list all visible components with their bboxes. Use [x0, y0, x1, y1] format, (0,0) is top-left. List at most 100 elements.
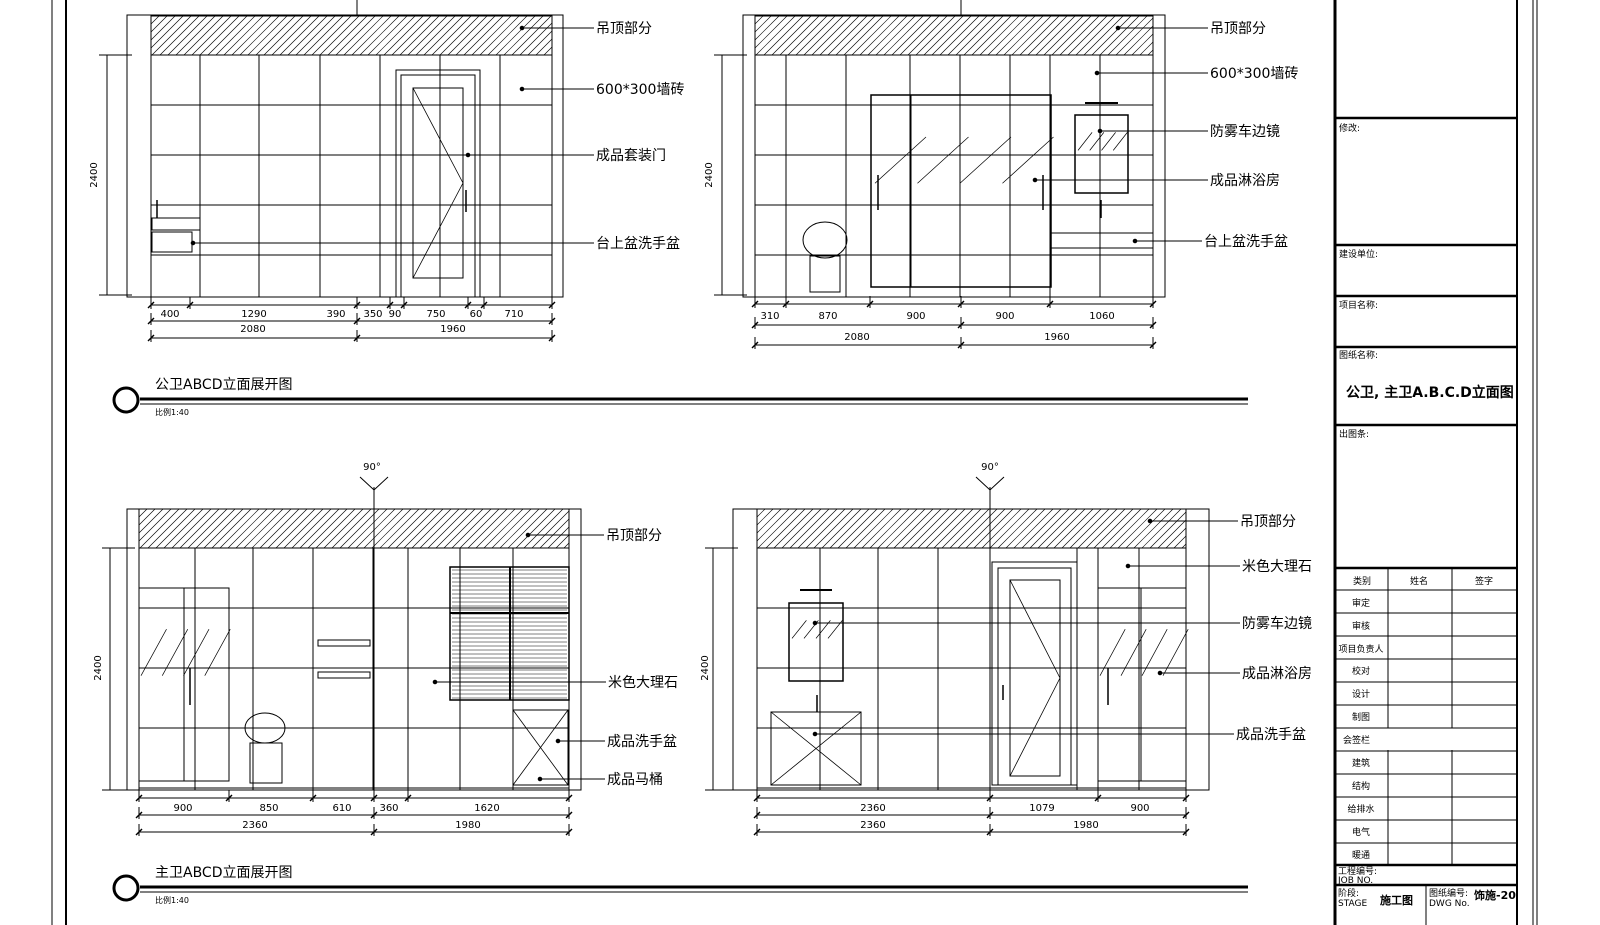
hatch-line — [207, 15, 248, 56]
glass-reflection — [204, 629, 231, 676]
hatch-line — [1059, 15, 1100, 56]
hatch-line — [1035, 15, 1076, 56]
hatch-line — [1133, 508, 1174, 549]
ceiling-hatch — [150, 15, 553, 56]
hatch-line — [499, 508, 540, 549]
dwg-no-value: 饰施-20 — [1474, 888, 1516, 902]
glass-reflection — [161, 629, 189, 676]
hatch-line — [150, 15, 184, 49]
hatch-line — [443, 508, 484, 549]
hatch-line — [939, 15, 980, 56]
hatch-line — [323, 508, 364, 549]
hatch-line — [1067, 15, 1108, 56]
door-frame — [991, 561, 1078, 786]
dimension-tick — [1182, 794, 1190, 802]
hatch-line — [771, 15, 812, 56]
hatch-line — [383, 15, 424, 56]
dimension-tick — [370, 811, 378, 819]
hatch-line — [307, 508, 348, 549]
label-ceiling: 吊顶部分 — [596, 21, 652, 37]
dim: 1060 — [1089, 311, 1114, 322]
view-scale-top: 比例1:40 — [155, 407, 189, 417]
hatch-line — [1083, 15, 1124, 56]
hatch-line — [1123, 25, 1154, 56]
hatch-line — [987, 15, 1028, 56]
hatch-line — [941, 508, 982, 549]
hatch-line — [1173, 535, 1187, 549]
dim: 750 — [426, 309, 445, 320]
hatch-line — [427, 508, 468, 549]
leader-dot — [519, 25, 525, 31]
hatch-line — [483, 508, 524, 549]
hatch-line — [1131, 33, 1154, 56]
dim: 2360 — [242, 820, 267, 831]
dimension-tick — [480, 301, 488, 309]
hatch-line — [1147, 49, 1154, 56]
hatch-line — [835, 15, 876, 56]
hatch-line — [803, 15, 844, 56]
height-dim: 2400 — [704, 162, 715, 187]
hatch-line — [891, 15, 932, 56]
view-marker-circle — [112, 874, 140, 902]
dimension-tick — [753, 811, 761, 819]
dimension-tick — [370, 828, 378, 836]
dim: 2360 — [860, 803, 885, 814]
hatch-line — [535, 38, 553, 56]
hatch-line — [303, 15, 344, 56]
hatch-line — [159, 15, 200, 56]
angle-mark: 90° — [981, 462, 999, 473]
label-basin: 台上盆洗手盆 — [1204, 234, 1288, 250]
label-shower: 成品淋浴房 — [1242, 666, 1312, 682]
hatch-line — [1045, 508, 1086, 549]
glass-reflection — [917, 136, 969, 184]
hatch-line — [231, 15, 272, 56]
wall-outline — [742, 14, 1166, 298]
hatch-line — [1181, 543, 1187, 549]
hatch-line — [531, 510, 570, 549]
hatch-line — [235, 508, 276, 549]
cabinet-cross — [512, 709, 569, 786]
hatch-line — [255, 15, 296, 56]
hatch-line — [215, 15, 256, 56]
counter-row: 暖通 — [1352, 849, 1370, 861]
issue-label: 出图条: — [1339, 428, 1369, 440]
mirror — [788, 602, 844, 682]
label-ceiling: 吊顶部分 — [1240, 514, 1296, 530]
view-scale-bottom: 比例1:40 — [155, 895, 189, 905]
hatch-line — [869, 508, 910, 549]
dimension-tick — [464, 301, 472, 309]
hatch-line — [1029, 508, 1070, 549]
hatch-line — [859, 15, 900, 56]
hatch-line — [925, 508, 966, 549]
hatch-line — [543, 46, 553, 56]
hatch-line — [763, 15, 804, 56]
hatch-line — [291, 508, 332, 549]
hatch-line — [1075, 15, 1116, 56]
hatch-line — [267, 508, 308, 549]
door-swing — [1009, 579, 1061, 679]
dim: 310 — [760, 311, 779, 322]
hatch-line — [795, 15, 836, 56]
glass-reflection — [1089, 132, 1105, 151]
sign-header: 类别 — [1353, 575, 1371, 587]
hatch-line — [845, 508, 886, 549]
hatch-line — [965, 508, 1006, 549]
height-dim: 2400 — [89, 162, 100, 187]
hatch-line — [150, 15, 160, 25]
label-toilet: 成品马桶 — [607, 772, 663, 788]
hatch-line — [789, 508, 830, 549]
leader-dot — [812, 620, 818, 626]
dimension-tick — [135, 828, 143, 836]
hatch-line — [955, 15, 996, 56]
hatch-line — [279, 15, 320, 56]
dimension-tick — [353, 334, 361, 342]
hatch-line — [539, 518, 570, 549]
elevation-b: 吊顶部分 600*300墙砖 防雾车边镜 成品淋浴房 台上盆洗手盆 2400 3… — [704, 21, 1298, 343]
dim: 350 — [363, 309, 382, 320]
hatch-line — [1069, 508, 1110, 549]
leader-dot — [1132, 238, 1138, 244]
hatch-line — [155, 508, 196, 549]
hatch-line — [797, 508, 838, 549]
glass-reflection — [874, 136, 927, 184]
label-shower: 成品淋浴房 — [1210, 173, 1280, 189]
